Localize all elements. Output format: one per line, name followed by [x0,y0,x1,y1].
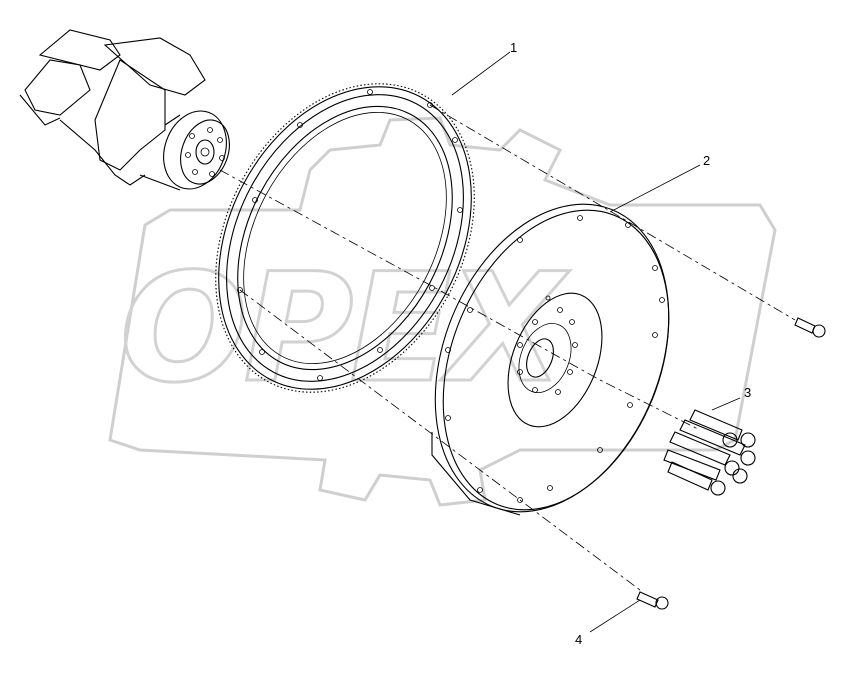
leader-lines [451,51,741,633]
watermark: OPEX [108,116,777,507]
ring-gear [215,83,475,393]
flywheel [431,203,670,516]
flywheel-bolt-set [663,409,756,496]
callout-4: 4 [575,632,582,647]
watermark-gear-outline [108,116,777,507]
bolt-lower [636,591,669,610]
callout-1: 1 [510,40,517,55]
watermark-text: OPEX [120,242,570,416]
bolt-upper [794,317,826,338]
callout-2: 2 [703,153,710,168]
crankshaft [19,29,230,191]
assembly-centerlines [219,104,796,591]
callout-3: 3 [744,385,751,400]
